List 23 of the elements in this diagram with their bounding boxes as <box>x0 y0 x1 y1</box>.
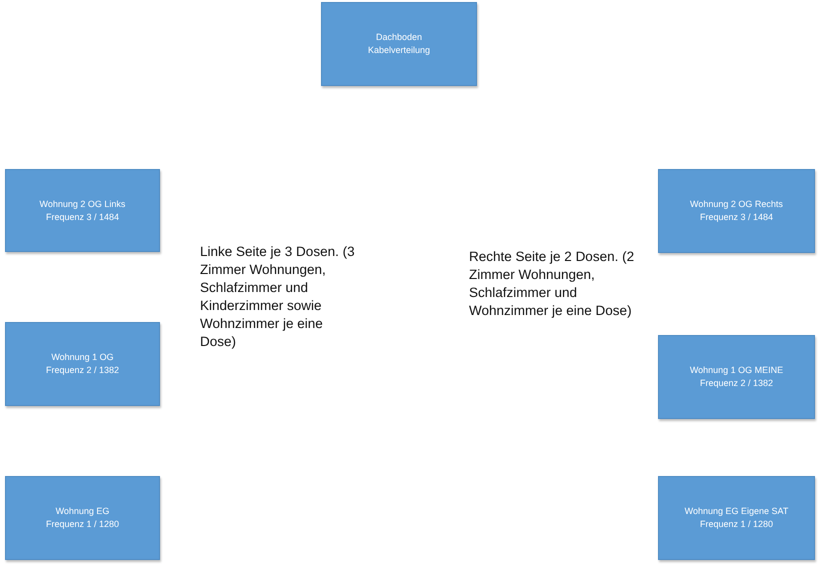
box-label: Frequenz 1 / 1280 <box>700 518 774 531</box>
note-text: Linke Seite je 3 Dosen. (3 Zimmer Wohnungen, Schlafzimmer und Kinderzimmer sowie Wohnzimmer je eine Dose) <box>200 243 356 351</box>
process-box <box>658 335 815 419</box>
box-label: Wohnung 2 OG Rechts <box>690 198 783 211</box>
box-label: Frequenz 1 / 1280 <box>46 518 120 531</box>
box-label: Frequenz 3 / 1484 <box>46 210 120 224</box>
box-label: Frequenz 3 / 1484 <box>700 211 774 224</box>
box-label: Wohnung 1 OG <box>51 351 114 364</box>
process-box <box>5 322 160 406</box>
process-box <box>5 476 160 560</box>
process-box <box>658 169 815 253</box>
box-label: Dachboden <box>376 31 422 44</box>
box-label: Wohnung 1 OG MEINE <box>690 364 784 377</box>
box-label: Wohnung 2 OG Links <box>40 198 126 210</box>
box-label: Frequenz 2 / 1382 <box>700 377 774 390</box>
process-box <box>658 476 815 560</box>
box-label: Kabelverteilung <box>368 44 430 57</box>
process-box <box>5 169 160 252</box>
process-box <box>321 2 477 86</box>
note-text: Rechte Seite je 2 Dosen. (2 Zimmer Wohnungen, Schlafzimmer und Wohnzimmer je eine Dose) <box>469 248 636 320</box>
box-label: Frequenz 2 / 1382 <box>46 364 120 377</box>
box-label: Wohnung EG <box>56 505 110 518</box>
box-label: Wohnung EG Eigene SAT <box>684 505 788 518</box>
